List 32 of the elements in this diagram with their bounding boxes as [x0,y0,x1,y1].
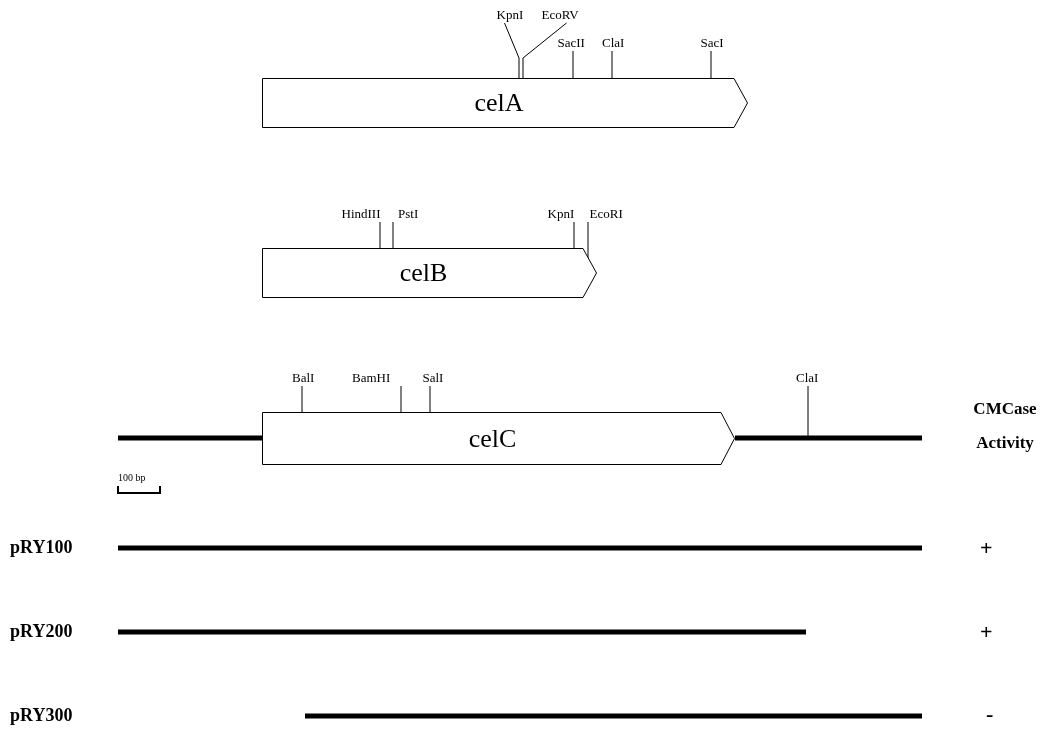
activity-sign: - [986,701,994,727]
scale-label: 100 bp [118,472,146,483]
plasmid-label: pRY100 [10,537,73,558]
column-heading: CMCase Activity [972,398,1038,454]
plasmid-label: pRY200 [10,621,73,642]
leader-line [379,221,381,249]
restriction-site-label: KpnI [547,207,575,221]
restriction-site-label: SalI [422,371,444,385]
leader-line [392,221,394,249]
restriction-site-label: HindIII [341,207,381,221]
restriction-site-label: EcoRI [589,207,623,221]
restriction-site-label: BalI [292,371,315,385]
leader-line [301,385,303,413]
leader-line [504,22,520,79]
activity-sign: + [980,619,993,645]
restriction-site-label: SacII [557,36,585,50]
restriction-site-label: ClaI [796,371,819,385]
leader-line [611,50,613,79]
leader-line [429,385,431,413]
leader-line [710,50,712,79]
restriction-site-label: SacI [700,36,724,50]
restriction-site-label: ClaI [602,36,625,50]
restriction-site-label: PstI [398,207,419,221]
plasmid-label: pRY300 [10,705,73,726]
leader-line [572,50,574,79]
leader-line [522,22,567,79]
activity-sign: + [980,535,993,561]
leader-line [400,385,402,413]
restriction-site-label: KpnI [496,8,524,22]
restriction-site-label: BamHI [352,371,391,385]
leader-line [807,385,809,437]
restriction-site-label: EcoRV [541,8,579,22]
